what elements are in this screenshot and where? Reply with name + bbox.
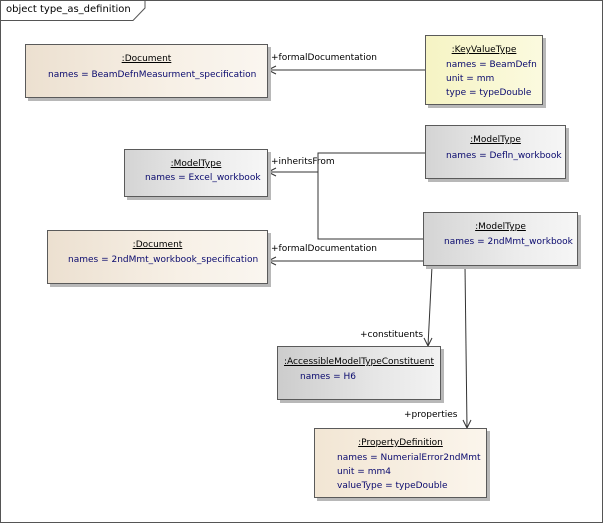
document-object-1[interactable]: :Document names = BeamDefnMeasurment_spe… xyxy=(25,44,268,98)
object-title: :ModelType xyxy=(475,222,526,232)
object-title: :PropertyDefinition xyxy=(358,438,443,448)
object-attr: names = NumerialError2ndMmt xyxy=(337,453,481,463)
object-title: :AccessibleModelTypeConstituent xyxy=(283,357,434,367)
object-attr: names = 2ndMmt_workbook xyxy=(444,237,573,247)
object-attr: unit = mm xyxy=(446,74,495,84)
object-attr: names = BeamDefn xyxy=(446,60,537,70)
modeltype-object-2ndmmt[interactable]: :ModelType names = 2ndMmt_workbook xyxy=(423,212,578,266)
object-title: :KeyValueType xyxy=(451,45,517,55)
connector-inherits-b xyxy=(317,172,423,240)
object-attr: names = 2ndMmt_workbook_specification xyxy=(68,255,259,265)
modeltype-object-excel[interactable]: :ModelType names = Excel_workbook xyxy=(124,149,268,197)
keyvaluetype-object[interactable]: :KeyValueType names = BeamDefn unit = mm… xyxy=(425,35,543,105)
object-attr: type = typeDouble xyxy=(446,88,532,98)
frame-title: object type_as_definition xyxy=(6,4,131,15)
arrowhead-formal2 xyxy=(266,256,277,266)
frame-tab xyxy=(0,0,146,21)
object-attr: unit = mm4 xyxy=(337,467,391,477)
connector-constituents xyxy=(427,265,433,347)
object-title: :Document xyxy=(132,240,183,250)
label-constituents: +constituents xyxy=(360,330,424,340)
connector-inherits-a xyxy=(268,152,425,173)
object-attr: names = BeamDefnMeasurment_specification xyxy=(48,70,257,80)
object-title: :ModelType xyxy=(170,159,222,169)
accessiblemodeltypeconstituent-object[interactable]: :AccessibleModelTypeConstituent names = … xyxy=(277,346,441,400)
label-inherits-from: +inheritsFrom xyxy=(271,157,335,167)
label-properties: +properties xyxy=(404,410,458,420)
object-attr: names = Excel_workbook xyxy=(145,173,261,183)
label-formal-documentation-1: +formalDocumentation xyxy=(271,53,377,63)
object-attr: valueType = typeDouble xyxy=(337,481,448,491)
label-formal-documentation-2: +formalDocumentation xyxy=(271,244,377,254)
modeltype-object-defln[interactable]: :ModelType names = Defln_workbook xyxy=(425,125,566,179)
document-object-2[interactable]: :Document names = 2ndMmt_workbook_specif… xyxy=(47,230,268,284)
object-title: :Document xyxy=(121,54,172,64)
arrowhead-formal1 xyxy=(266,65,277,75)
connector-properties xyxy=(464,265,468,429)
object-title: :ModelType xyxy=(470,135,521,145)
object-attr: names = H6 xyxy=(300,372,356,382)
arrowhead-inherits xyxy=(266,167,277,177)
propertydefinition-object[interactable]: :PropertyDefinition names = NumerialErro… xyxy=(314,428,487,498)
object-attr: names = Defln_workbook xyxy=(446,151,562,161)
